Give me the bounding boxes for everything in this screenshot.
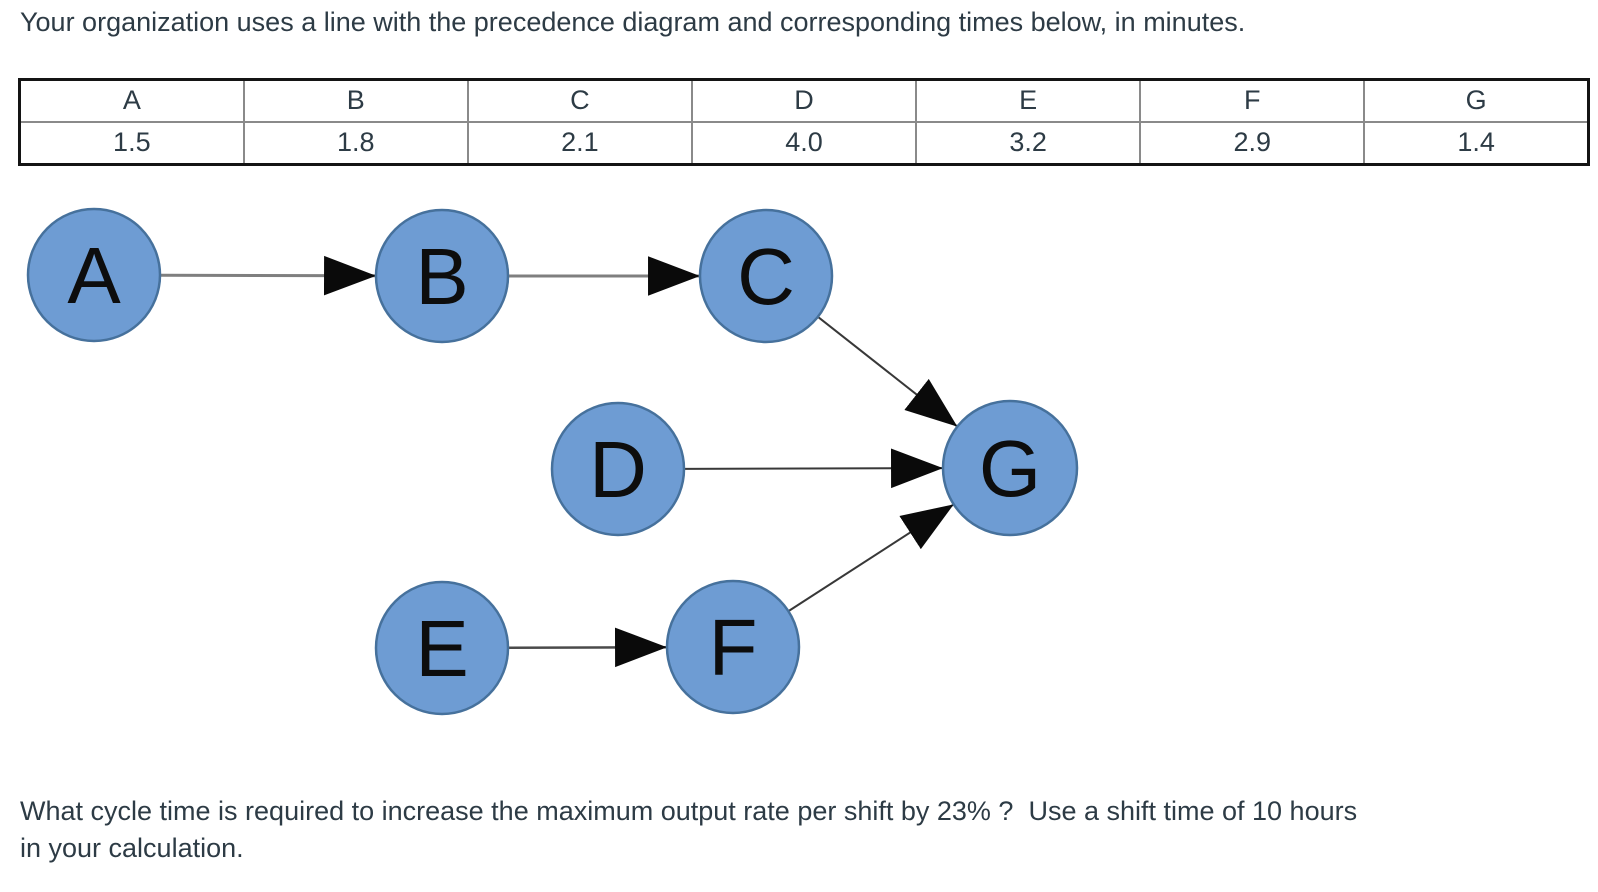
diagram-node-C: C (698, 208, 834, 344)
node-circle-C (698, 208, 834, 344)
task-time-E: 3.2 (915, 121, 1141, 165)
node-circle-F (665, 579, 801, 715)
node-circle-E (374, 580, 510, 716)
diagram-node-D: D (550, 401, 686, 537)
node-label-D: D (589, 425, 647, 514)
node-circle-B (374, 208, 510, 344)
question-text: What cycle time is required to increase … (20, 793, 1357, 867)
task-header-D: D (690, 79, 917, 122)
question-line-1: What cycle time is required to increase … (20, 796, 1358, 826)
task-header-B: B (242, 79, 468, 122)
node-circle-D (550, 401, 686, 537)
node-label-C: C (737, 232, 795, 321)
edge-F-to-G (788, 504, 954, 612)
diagram-node-A: A (26, 207, 162, 343)
node-label-F: F (709, 603, 758, 692)
diagram-node-E: E (374, 580, 510, 716)
task-header-F: F (1139, 79, 1365, 122)
edge-E-to-F (508, 627, 668, 668)
diagram-node-G: G (941, 399, 1079, 537)
diagram-node-B: B (374, 208, 510, 344)
node-label-B: B (415, 232, 468, 321)
task-header-E: E (915, 79, 1141, 122)
edge-C-to-G (818, 316, 958, 427)
node-circle-A (26, 207, 162, 343)
task-time-D: 4.0 (690, 121, 917, 165)
node-label-A: A (67, 231, 121, 320)
task-time-C: 2.1 (466, 121, 692, 165)
edge-D-to-G (684, 448, 944, 489)
diagram-edges (160, 255, 958, 668)
task-time-G: 1.4 (1363, 121, 1589, 165)
task-header-G: G (1363, 79, 1589, 122)
task-header-A: A (122, 85, 141, 116)
node-label-G: G (979, 424, 1041, 513)
task-time-B: 1.8 (242, 121, 468, 165)
task-time-A: 1.5 (113, 127, 151, 158)
diagram-node-F: F (665, 579, 801, 715)
edge-A-to-B (160, 255, 377, 296)
page-title: Your organization uses a line with the p… (20, 7, 1246, 37)
diagram-nodes: A B C D E F G (26, 207, 1079, 716)
question-line-2: in your calculation. (20, 833, 244, 863)
node-circle-G (941, 399, 1079, 537)
task-header-C: C (466, 79, 692, 122)
task-time-F: 2.9 (1139, 121, 1365, 165)
node-label-E: E (415, 604, 468, 693)
